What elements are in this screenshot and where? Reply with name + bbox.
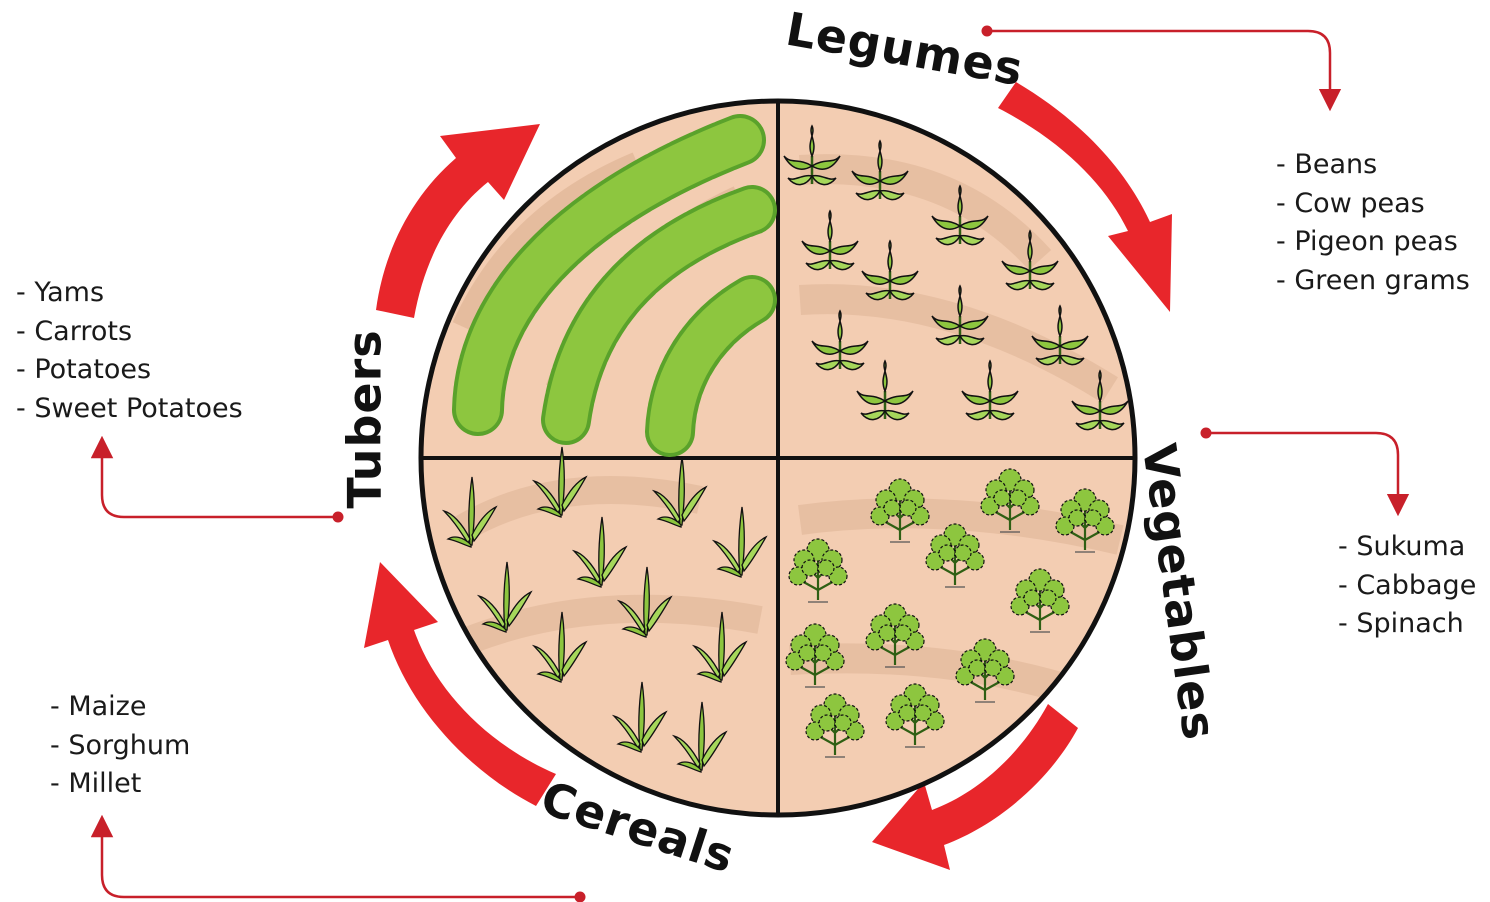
legume-plant-icon bbox=[1031, 304, 1089, 366]
cereals-list: Maize Sorghum Millet bbox=[50, 688, 190, 804]
vegetable-plant-icon bbox=[885, 683, 945, 748]
list-item: Potatoes bbox=[16, 351, 243, 390]
list-item: Spinach bbox=[1338, 605, 1476, 644]
cereals-pointer bbox=[90, 814, 580, 899]
vegetable-plant-icon bbox=[925, 523, 985, 588]
legume-plant-icon bbox=[931, 184, 989, 246]
list-item: Sorghum bbox=[50, 727, 190, 766]
vegetable-plant-icon bbox=[805, 693, 865, 758]
vegetables-pointer bbox=[1206, 431, 1410, 517]
vegetable-plant-icon bbox=[785, 623, 845, 688]
cereal-plant-icon bbox=[476, 561, 533, 633]
vegetable-plants bbox=[785, 468, 1115, 758]
cereal-plant-icon bbox=[441, 476, 498, 548]
list-item: Green grams bbox=[1276, 262, 1470, 301]
field-outline bbox=[418, 98, 1138, 818]
list-item: Yams bbox=[16, 274, 243, 313]
legume-plant-icon bbox=[861, 239, 919, 301]
cereal-plants bbox=[441, 446, 768, 773]
cereal-plant-icon bbox=[571, 516, 628, 588]
vegetable-plant-icon bbox=[865, 603, 925, 668]
cereal-plant-icon bbox=[671, 701, 728, 773]
legumes-list: Beans Cow peas Pigeon peas Green grams bbox=[1276, 146, 1470, 300]
vegetables-list: Sukuma Cabbage Spinach bbox=[1338, 528, 1476, 644]
legume-plant-icon bbox=[856, 359, 914, 421]
cereal-plant-icon bbox=[531, 446, 588, 518]
arrow-cereals-to-tubers bbox=[364, 562, 556, 806]
cereal-plant-icon bbox=[651, 456, 708, 528]
legume-plant-icon bbox=[801, 209, 859, 271]
list-item: Maize bbox=[50, 688, 190, 727]
tuber-rows bbox=[452, 114, 777, 457]
tubers-label: Tubers bbox=[337, 329, 392, 509]
tubers-list: Yams Carrots Potatoes Sweet Potatoes bbox=[16, 274, 243, 429]
legume-plant-icon bbox=[1001, 229, 1059, 291]
list-item: Pigeon peas bbox=[1276, 223, 1470, 262]
legume-plant-icon bbox=[961, 359, 1019, 421]
vegetable-plant-icon bbox=[1010, 568, 1070, 633]
legume-plants bbox=[783, 124, 1129, 431]
arrow-legumes-to-vegetables bbox=[998, 82, 1172, 312]
rotation-arrows bbox=[364, 82, 1172, 870]
arrow-tubers-to-legumes bbox=[376, 124, 540, 318]
tubers-pointer bbox=[90, 435, 338, 519]
vegetable-plant-icon bbox=[980, 468, 1040, 533]
vegetable-plant-icon bbox=[1055, 488, 1115, 553]
field-circle bbox=[418, 98, 1138, 818]
legume-plant-icon bbox=[1071, 369, 1129, 431]
legume-plant-icon bbox=[783, 124, 841, 186]
vegetable-plant-icon bbox=[870, 478, 930, 543]
cereal-plant-icon bbox=[531, 611, 588, 683]
cereal-plant-icon bbox=[691, 611, 748, 683]
arrow-vegetables-to-cereals bbox=[872, 704, 1078, 870]
pointer-connectors bbox=[90, 25, 1410, 902]
list-item: Cow peas bbox=[1276, 185, 1470, 224]
list-item: Carrots bbox=[16, 313, 243, 352]
legume-plant-icon bbox=[851, 139, 909, 201]
list-item: Millet bbox=[50, 765, 190, 804]
legume-plant-icon bbox=[931, 284, 989, 346]
vegetable-plant-icon bbox=[955, 638, 1015, 703]
cereal-plant-icon bbox=[711, 506, 768, 578]
cereal-plant-icon bbox=[616, 566, 673, 638]
legume-plant-icon bbox=[811, 309, 869, 371]
list-item: Sweet Potatoes bbox=[16, 390, 242, 429]
list-item: Sukuma bbox=[1338, 528, 1476, 567]
vegetable-plant-icon bbox=[788, 538, 848, 603]
list-item: Cabbage bbox=[1338, 567, 1476, 606]
legumes-pointer bbox=[987, 29, 1342, 112]
list-item: Beans bbox=[1276, 146, 1470, 185]
cereal-plant-icon bbox=[611, 681, 668, 753]
